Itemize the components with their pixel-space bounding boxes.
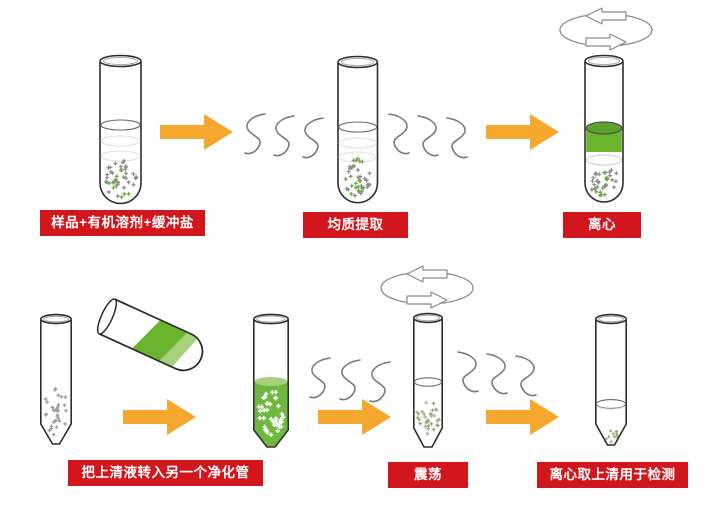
flow-arrow-icon-5: [486, 399, 559, 435]
tube-final-supernatant: [594, 313, 627, 446]
step-label-sample: 样品+有机溶剂+缓冲盐: [40, 210, 205, 236]
shake-squiggle-icon-right-bottom: [457, 351, 537, 397]
pellet-particles: [604, 429, 619, 444]
flow-arrow-icon-3: [123, 399, 196, 435]
sediment-particles: [43, 387, 68, 437]
shake-squiggle-icon-left-bottom: [309, 357, 391, 403]
tube-cleanup-green: [253, 313, 290, 448]
sample-particles: [103, 158, 139, 200]
step-label-final-detect: 离心取上清用于检测: [537, 462, 688, 488]
flow-arrow-icon-2: [486, 114, 559, 150]
shake-squiggle-icon-left-top: [244, 113, 324, 159]
flow-arrow-icon-4: [318, 399, 391, 435]
tube-sediment: [39, 313, 72, 445]
sample-particles: [343, 156, 372, 198]
tube-centrifuged: [584, 54, 624, 203]
step-label-shake: 震荡: [388, 462, 468, 488]
dispersed-particles: [415, 400, 441, 436]
step-label-transfer: 把上清液转入另一个净化管: [68, 460, 263, 486]
rotation-arrows-icon-2: [380, 265, 474, 309]
tube-vortex: [412, 312, 443, 448]
rotation-arrows-icon-1: [559, 7, 653, 51]
tube-pouring-tilted: [96, 298, 210, 378]
step-label-homogenize: 均质提取: [303, 212, 408, 238]
tube-homogenize: [337, 55, 379, 204]
step-label-centrifuge: 离心: [563, 212, 641, 238]
cleanup-particles: [256, 390, 286, 437]
tube-sample: [99, 54, 142, 205]
shake-squiggle-icon-right-top: [388, 113, 468, 159]
flow-arrow-icon-1: [160, 114, 233, 150]
sample-particles: [589, 168, 619, 198]
